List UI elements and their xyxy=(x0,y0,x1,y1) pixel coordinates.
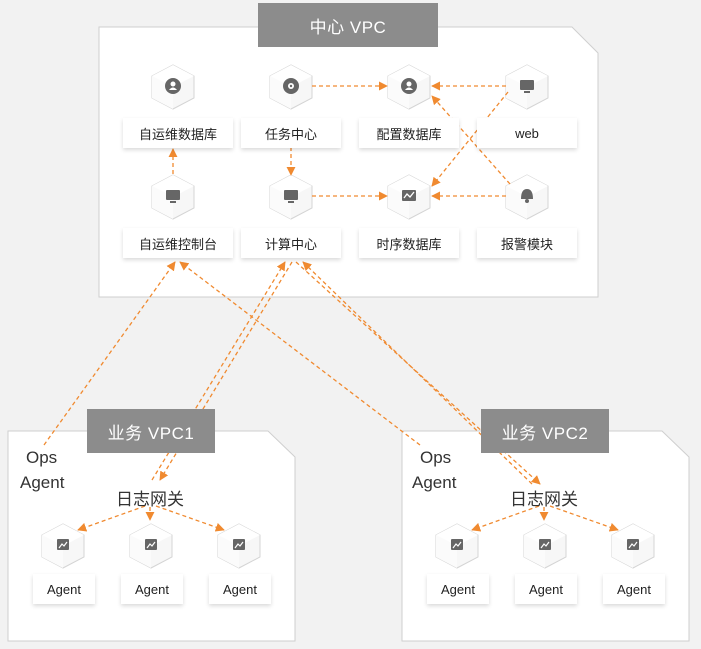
agent-label: Agent xyxy=(33,574,95,604)
ops-agent-line1: Ops xyxy=(26,448,58,467)
chart-icon xyxy=(402,190,416,201)
ops-agent-label: Ops Agent xyxy=(412,445,456,495)
ops-console-label: 自运维控制台 xyxy=(123,228,233,258)
task-center-node xyxy=(269,64,313,110)
gear-icon xyxy=(283,78,299,94)
ops-db-node xyxy=(151,64,195,110)
bell-icon xyxy=(521,189,533,203)
ops-console-node xyxy=(151,174,195,220)
agent-node xyxy=(523,523,567,569)
ts-db-label: 时序数据库 xyxy=(359,228,459,258)
image-icon xyxy=(145,539,157,550)
ops-agent-line2: Agent xyxy=(412,473,457,492)
agent-node xyxy=(41,523,85,569)
arrow-opsagent1-to-console xyxy=(43,261,176,446)
agent-label: Agent xyxy=(427,574,489,604)
agent-label: Agent xyxy=(209,574,271,604)
agent-node xyxy=(217,523,261,569)
agent-label: Agent xyxy=(515,574,577,604)
monitor-icon xyxy=(520,80,534,93)
ops-db-label: 自运维数据库 xyxy=(123,118,233,148)
image-icon xyxy=(451,539,463,550)
image-icon xyxy=(627,539,639,550)
compute-center-node xyxy=(269,174,313,220)
user-icon xyxy=(401,78,417,94)
agent-label: Agent xyxy=(121,574,183,604)
arrow-gw2-to-agent1 xyxy=(471,505,540,532)
log-gateway-label: 日志网关 xyxy=(510,490,578,509)
image-icon xyxy=(233,539,245,550)
compute-center-label: 计算中心 xyxy=(241,228,341,258)
log-gateway-label: 日志网关 xyxy=(116,490,184,509)
agent-node xyxy=(611,523,655,569)
biz-vpc1-title: 业务 VPC1 xyxy=(87,409,215,453)
arrow-alarm-to-config xyxy=(431,95,511,185)
image-icon xyxy=(539,539,551,550)
web-node xyxy=(505,64,549,110)
agent-node xyxy=(435,523,479,569)
alarm-label: 报警模块 xyxy=(477,228,577,258)
task-center-label: 任务中心 xyxy=(241,118,341,148)
image-icon xyxy=(57,539,69,550)
ops-agent-line2: Agent xyxy=(20,473,65,492)
config-db-node xyxy=(387,64,431,110)
central-vpc-title: 中心 VPC xyxy=(258,3,438,47)
arrow-gw1-to-agent3 xyxy=(155,505,225,532)
arrow-gw2-to-agent3 xyxy=(549,505,619,532)
agent-label: Agent xyxy=(603,574,665,604)
biz-vpc2-title: 业务 VPC2 xyxy=(481,409,609,453)
ts-db-node xyxy=(387,174,431,220)
user-icon xyxy=(165,78,181,94)
arrow-web-to-tsdb xyxy=(431,91,509,187)
agent-node xyxy=(129,523,173,569)
alarm-node xyxy=(505,174,549,220)
monitor-icon xyxy=(166,190,180,203)
config-db-label: 配置数据库 xyxy=(359,118,459,148)
ops-agent-label: Ops Agent xyxy=(20,445,64,495)
arrow-opsagent2-to-console xyxy=(179,261,421,446)
monitor-icon xyxy=(284,190,298,203)
web-label: web xyxy=(477,118,577,148)
arrow-gw1-to-agent1 xyxy=(77,505,146,532)
ops-agent-line1: Ops xyxy=(420,448,452,467)
